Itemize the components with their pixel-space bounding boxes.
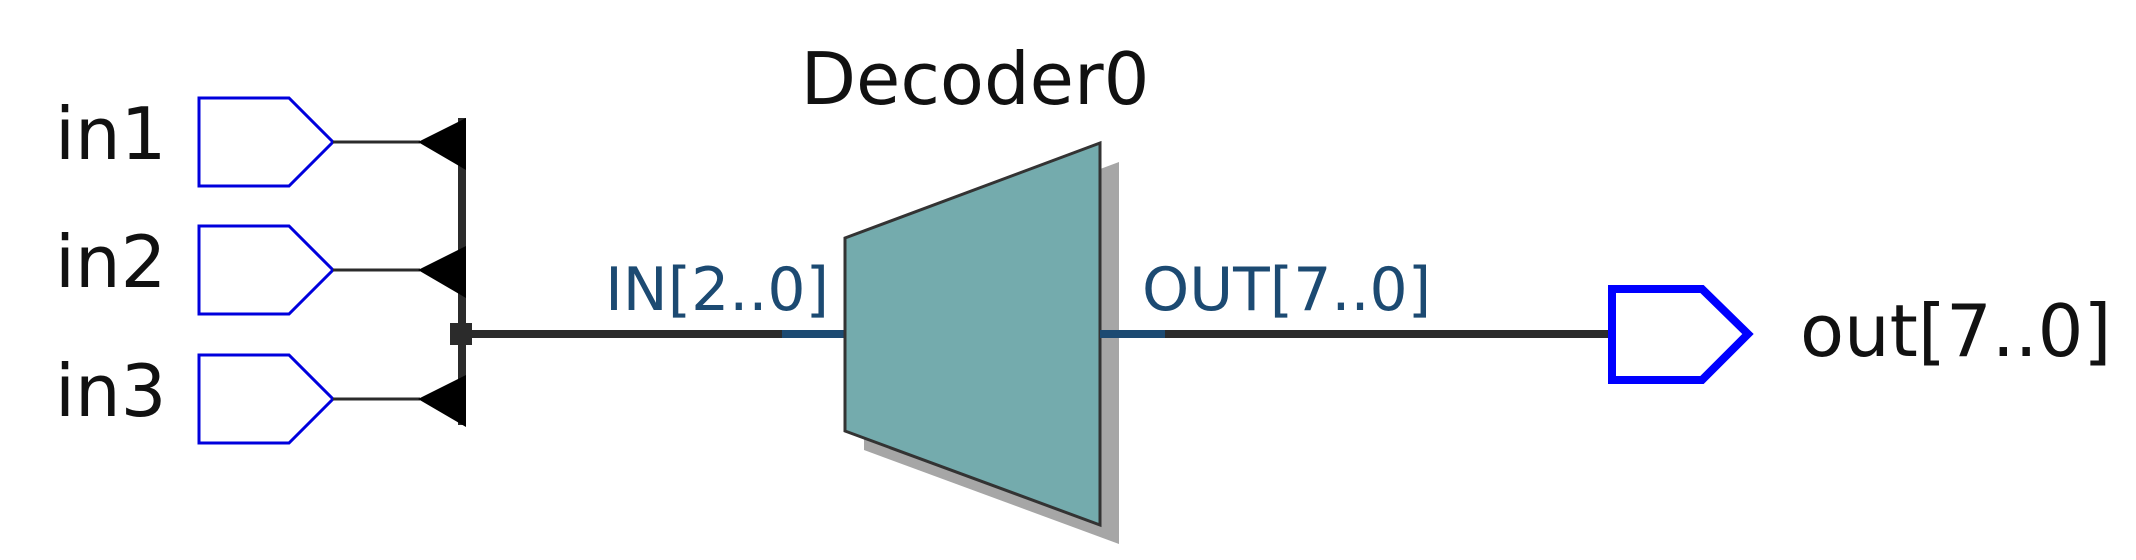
input-label-in2: in2 [55,220,166,304]
output-pin-symbol [1608,285,1754,384]
input-pin-in1[interactable]: in1 [55,92,336,188]
input-label-in3: in3 [55,349,166,433]
decoder-body [843,140,1102,528]
input-pin-in2[interactable]: in2 [55,220,336,316]
input-pin-symbol [197,224,336,316]
decoder-name: Decoder0 [801,37,1150,121]
input-pin-symbol [197,353,336,445]
input-label-in1: in1 [55,92,166,176]
decoder-in-port-label: IN[2..0] [605,255,829,325]
bus-tap-arrow-in3 [418,375,466,427]
input-pin-in3[interactable]: in3 [55,349,336,445]
decoder-out-port-label: OUT[7..0] [1142,255,1431,325]
decoder-block[interactable]: Decoder0 IN[2..0] OUT[7..0] [605,37,1431,544]
bus-junction [450,323,472,345]
input-wires [333,140,420,401]
bus-tap-arrow-in1 [418,118,466,170]
output-pin-out[interactable]: out[7..0] [1608,285,2111,384]
output-label: out[7..0] [1800,289,2111,373]
bus-tap-arrow-in2 [418,246,466,298]
bus-merge [418,118,472,427]
input-pin-symbol [197,96,336,188]
